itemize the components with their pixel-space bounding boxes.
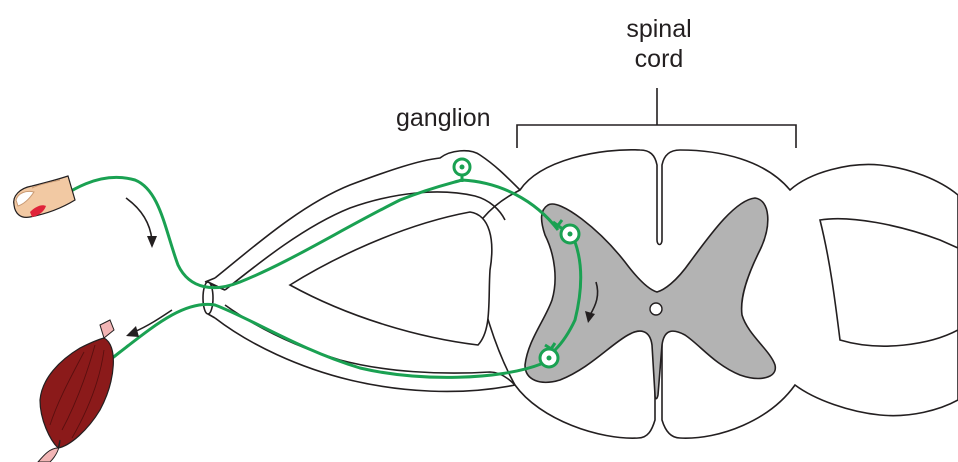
sensory-arrow xyxy=(126,198,152,240)
ganglion-label: ganglion xyxy=(396,103,491,133)
motor-neuron-nucleus xyxy=(547,356,552,361)
central-canal xyxy=(650,303,662,315)
spinal-cord-label: spinal cord xyxy=(604,14,714,74)
motor-arrow-head xyxy=(126,326,139,337)
root-gap-outline xyxy=(290,212,492,345)
finger-icon xyxy=(14,176,75,217)
interneuron-nucleus xyxy=(568,232,573,237)
spinal-cord-label-line2: cord xyxy=(604,44,714,74)
spinal-cord-bracket xyxy=(517,88,796,148)
ganglion-cell-nucleus xyxy=(460,165,465,170)
muscle-icon xyxy=(38,320,114,462)
sensory-arrow-head xyxy=(147,236,157,248)
spinal-cord-label-line1: spinal xyxy=(604,14,714,44)
